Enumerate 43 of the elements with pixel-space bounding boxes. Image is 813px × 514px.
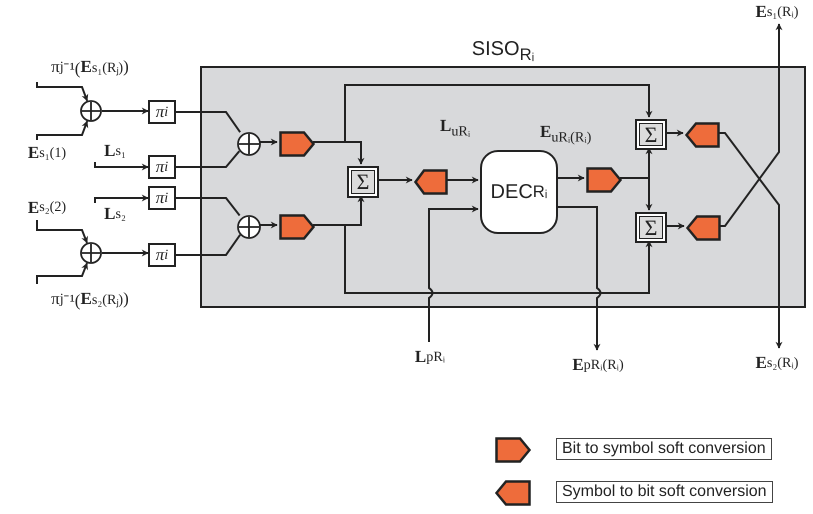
arrow [259,222,278,228]
block-title: SISO$_{Rᵢ}$ [470,38,536,65]
edge-label: E$_{uRᵢ(Rᵢ)}$ [540,122,592,146]
arrow [719,23,782,227]
legend-label: Symbol to bit soft conversion [556,481,773,503]
bit-to-symbol-converter [586,167,622,193]
arrow [36,82,88,102]
symbol-to-bit-converter [414,169,448,195]
edge-label: L$_{uRᵢ}$ [440,116,470,140]
symbol-to-bit-converter [686,215,721,241]
connector-line [176,197,240,216]
sum-block: Σ [635,212,667,243]
arrow [313,84,652,143]
summing-junction [237,215,261,239]
arrow [446,176,479,184]
arrow [36,262,88,284]
arrow [428,206,479,342]
arrow [102,108,149,114]
legend-label: Bit to symbol soft conversion [556,438,772,460]
arrow [36,120,88,140]
bit-to-symbol-converter [279,131,315,157]
arrow [377,176,413,184]
summing-junction [80,100,102,122]
connector-line [176,111,241,133]
arrow [620,177,652,211]
arrow [36,220,88,244]
arrow [102,250,149,256]
sum-block: Σ [635,119,667,150]
arrow [94,194,149,203]
connector-line [176,150,240,168]
summing-junction [80,242,102,264]
arrow [259,138,278,146]
arrow [94,162,149,170]
sum-block: Σ [347,166,379,198]
arrow [556,174,585,182]
arrow [665,222,685,230]
summing-junction [237,132,261,156]
symbol-to-bit-converter [685,122,720,148]
arrow [718,132,782,349]
connector-line [176,234,241,256]
arrow [556,206,602,351]
bit-to-symbol-converter [279,214,315,240]
arrow [665,130,684,136]
